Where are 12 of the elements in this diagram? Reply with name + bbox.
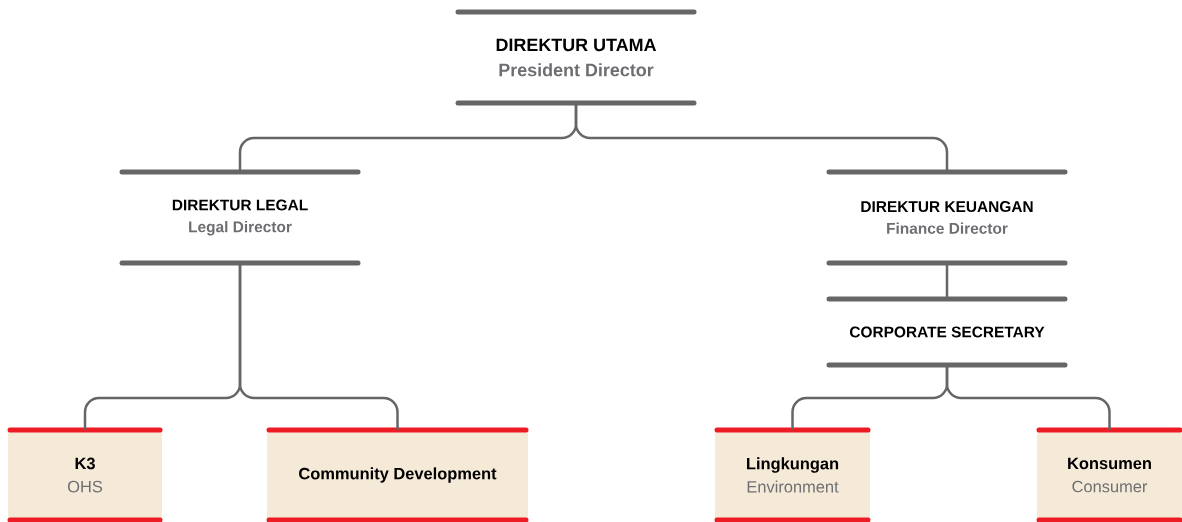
connector-line (574, 103, 949, 172)
position-block: DIREKTUR UTAMA President Director (455, 9, 697, 106)
connector-line (238, 263, 399, 430)
position-block: DIREKTUR LEGAL Legal Director (119, 169, 361, 266)
unit-card: K3 OHS (7, 427, 163, 522)
position-block: DIREKTUR KEUANGAN Finance Director (826, 169, 1068, 266)
connector-line (945, 263, 949, 299)
position-block: CORPORATE SECRETARY (826, 296, 1068, 368)
unit-card: Lingkungan Environment (714, 427, 871, 522)
unit-card: Community Development (266, 427, 529, 522)
connector-line (945, 365, 1111, 430)
unit-card: Konsumen Consumer (1036, 427, 1182, 522)
